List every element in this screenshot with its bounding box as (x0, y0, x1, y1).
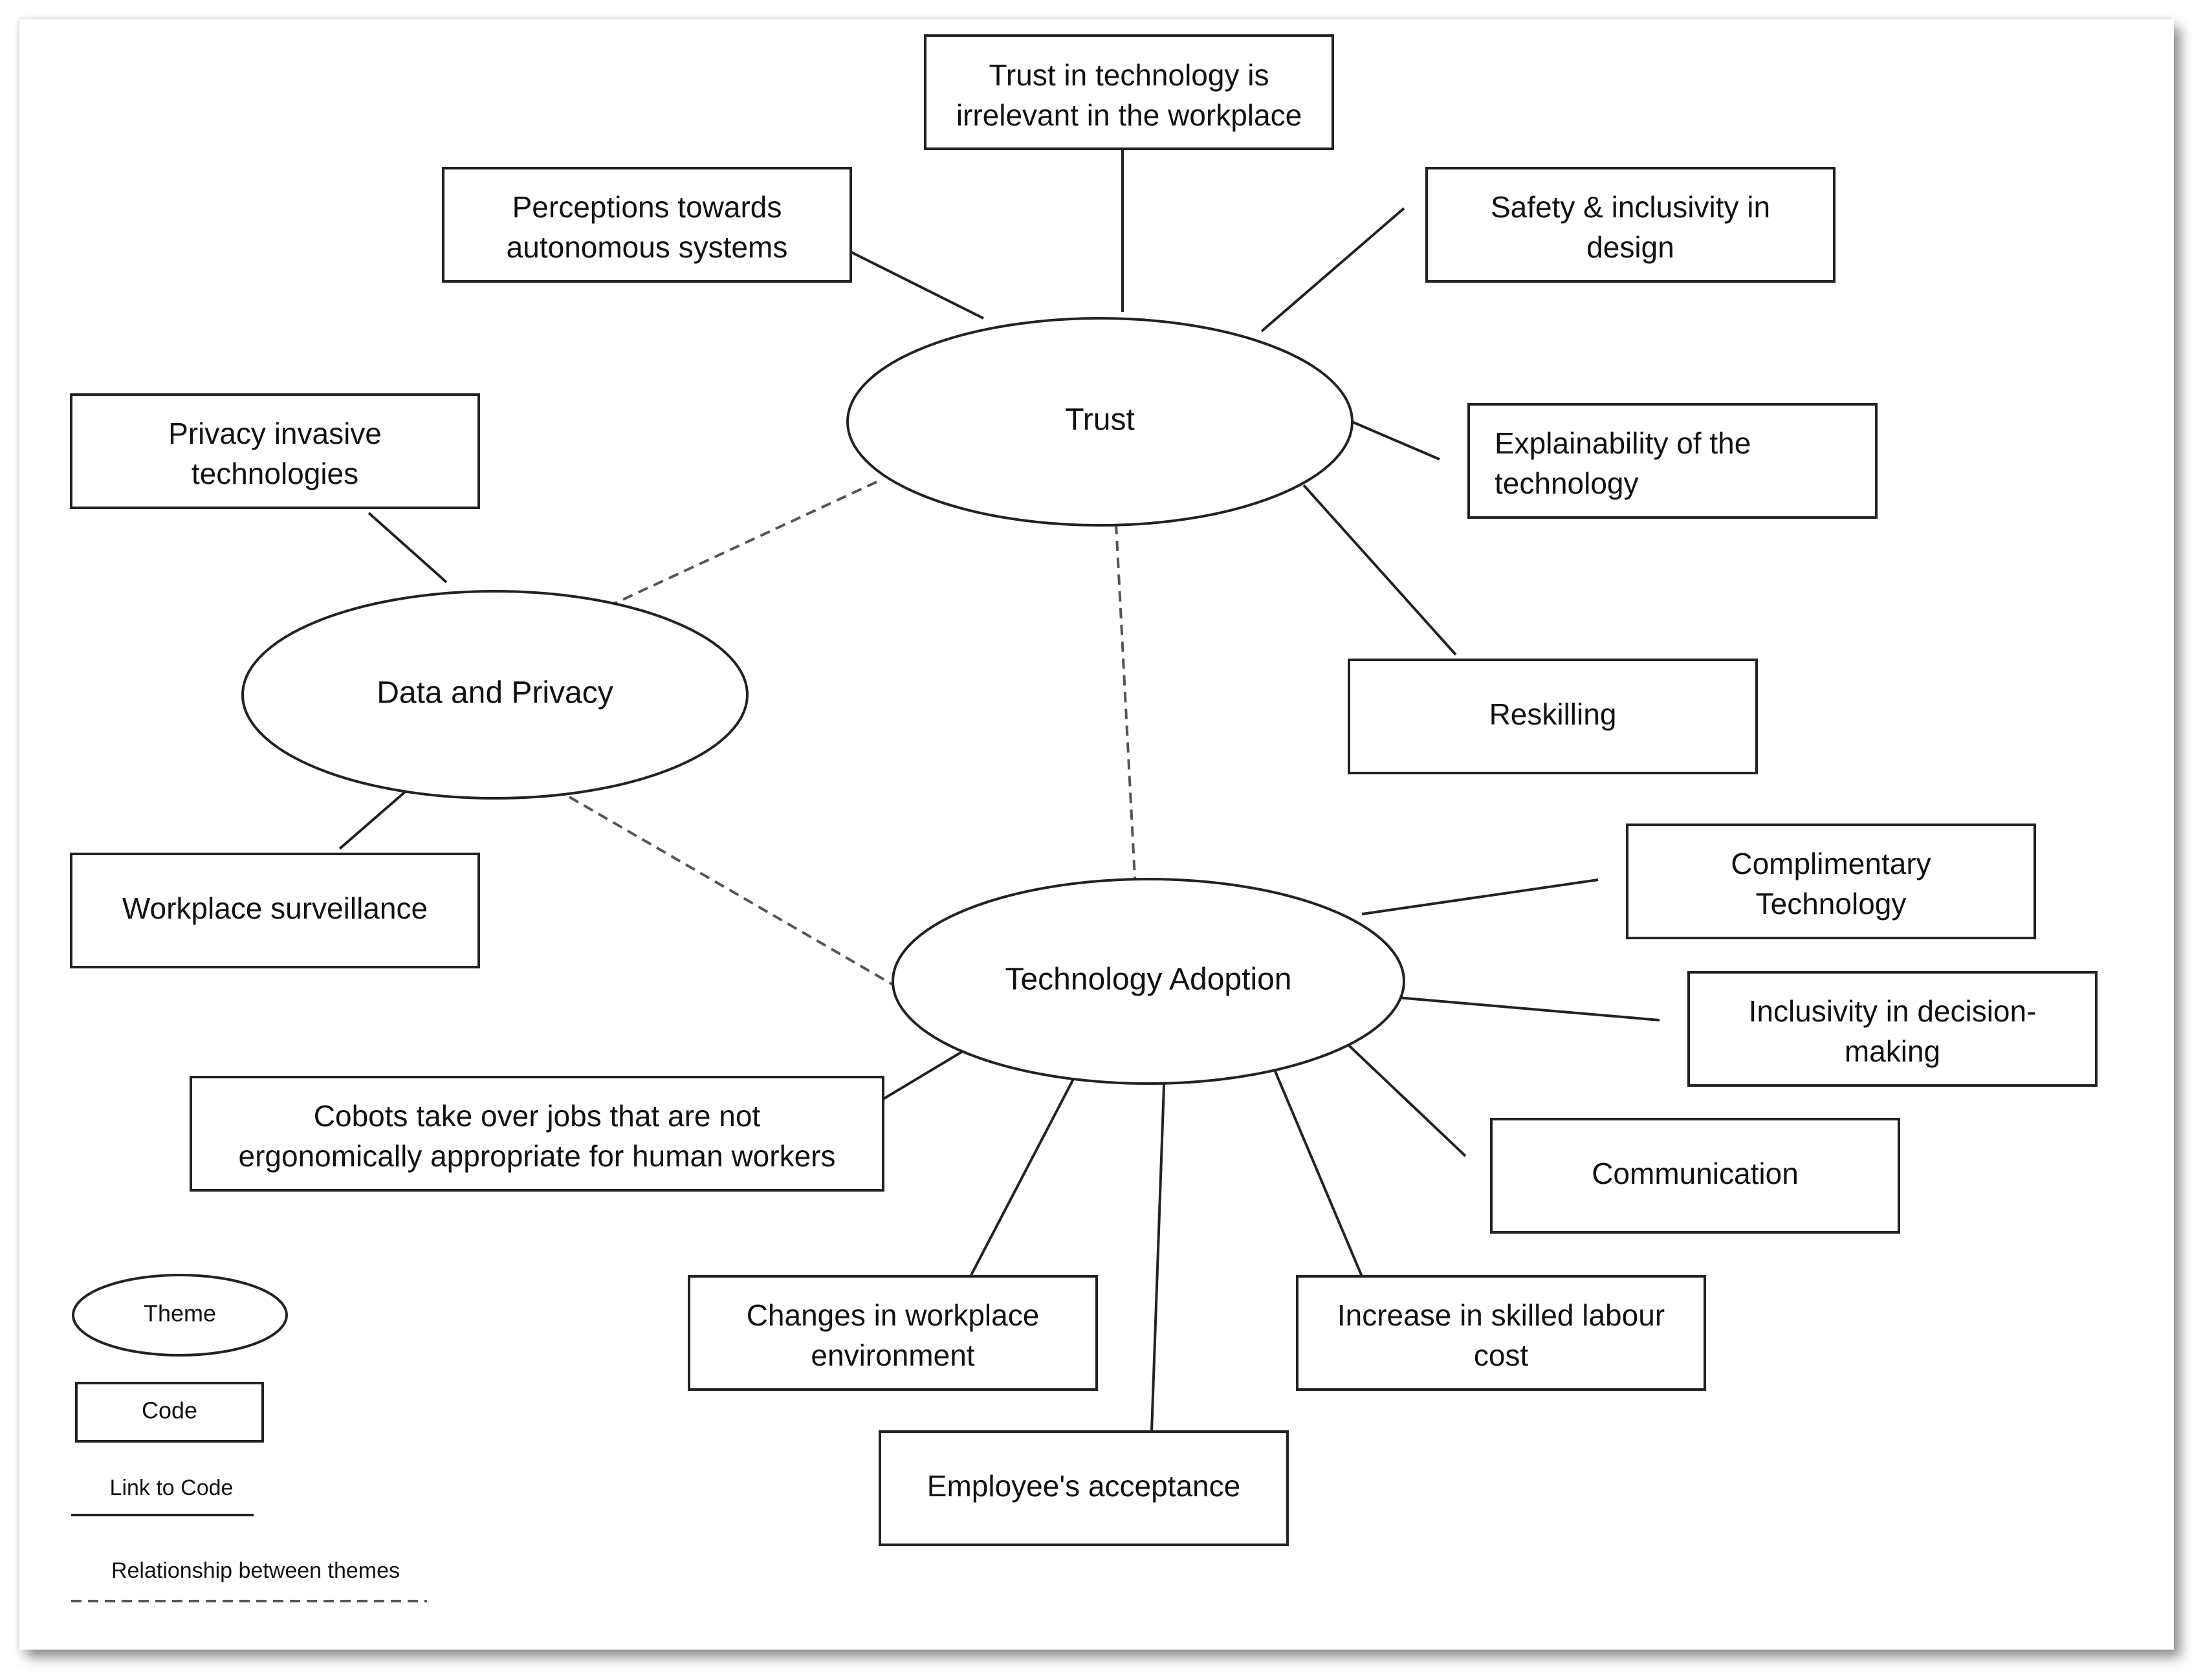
legend-theme-label: Theme (144, 1300, 216, 1327)
code-workplace-environment-line1: Changes in workplace (747, 1298, 1040, 1332)
legend-theme: Theme (72, 1274, 288, 1357)
theme-relationships (568, 481, 1137, 988)
link-trust-explainability (1348, 419, 1440, 461)
code-links (338, 149, 1660, 1432)
legend-relationship-label: Relationship between themes (111, 1558, 400, 1583)
code-workplace-surveillance: Workplace surveillance (70, 853, 480, 968)
code-inclusivity-decision-line2: making (1845, 1034, 1940, 1068)
theme-map-diagram: Trust Data and Privacy Technology Adopti… (70, 34, 2098, 1602)
code-complimentary-line2: Technology (1756, 887, 1907, 921)
link-trust-safety (1260, 207, 1405, 333)
code-privacy-invasive: Privacy invasive technologies (70, 393, 480, 509)
link-adoption-acceptance (1150, 1067, 1166, 1432)
code-complimentary: Complimentary Technology (1626, 824, 2036, 939)
code-skilled-labour-line2: cost (1474, 1338, 1529, 1372)
code-trust-irrelevant-line2: irrelevant in the workplace (956, 98, 1302, 132)
link-adoption-communication (1338, 1035, 1467, 1157)
code-perceptions-line1: Perceptions towards (512, 190, 782, 224)
link-adoption-complimentary (1361, 878, 1599, 915)
code-privacy-invasive-line2: technologies (192, 457, 358, 490)
code-inclusivity-decision-line1: Inclusivity in decision- (1749, 994, 2037, 1028)
theme-trust: Trust (846, 317, 1354, 527)
legend-relationship: Relationship between themes (71, 1558, 427, 1602)
code-cobots-line1: Cobots take over jobs that are not (314, 1099, 761, 1133)
code-inclusivity-decision: Inclusivity in decision- making (1687, 971, 2098, 1087)
link-trust-perceptions (840, 246, 984, 320)
diagram-frame: Trust Data and Privacy Technology Adopti… (19, 19, 2174, 1650)
code-skilled-labour: Increase in skilled labour cost (1296, 1275, 1706, 1391)
code-privacy-invasive-line1: Privacy invasive (168, 417, 382, 450)
theme-technology-adoption-label: Technology Adoption (1005, 963, 1291, 997)
legend-code-label: Code (142, 1397, 197, 1424)
code-explainability-line1: Explainability of the (1495, 426, 1751, 460)
code-workplace-environment-line2: environment (811, 1338, 974, 1372)
legend-link: Link to Code (71, 1476, 254, 1516)
link-adoption-inclusivity (1397, 996, 1660, 1021)
code-safety-line2: design (1586, 230, 1674, 264)
link-privacy-surveillance (338, 783, 415, 850)
code-complimentary-line1: Complimentary (1731, 847, 1931, 880)
theme-data-privacy: Data and Privacy (241, 590, 749, 800)
link-adoption-skilled (1270, 1062, 1363, 1277)
relationship-trust-adoption (1115, 523, 1137, 890)
link-adoption-environment (969, 1065, 1082, 1277)
code-skilled-labour-line1: Increase in skilled labour (1337, 1298, 1665, 1332)
link-privacy-invasive (367, 512, 448, 584)
code-employee-acceptance: Employee's acceptance (879, 1430, 1289, 1546)
code-workplace-surveillance-line1: Workplace surveillance (122, 891, 428, 925)
code-communication: Communication (1490, 1118, 1900, 1234)
code-trust-irrelevant-line1: Trust in technology is (989, 58, 1269, 92)
legend-link-label: Link to Code (110, 1476, 234, 1500)
code-workplace-environment: Changes in workplace environment (688, 1275, 1098, 1391)
code-employee-acceptance-line1: Employee's acceptance (927, 1469, 1240, 1503)
link-adoption-cobots (879, 1042, 978, 1102)
code-explainability-line2: technology (1495, 466, 1639, 500)
theme-trust-label: Trust (1065, 403, 1135, 437)
theme-technology-adoption: Technology Adoption (892, 878, 1405, 1085)
link-trust-reskilling (1302, 484, 1457, 656)
code-safety: Safety & inclusivity in design (1425, 167, 1836, 283)
code-perceptions: Perceptions towards autonomous systems (442, 167, 852, 283)
relationship-privacy-adoption (568, 796, 897, 988)
code-reskilling: Reskilling (1348, 659, 1758, 774)
code-trust-irrelevant: Trust in technology is irrelevant in the… (924, 34, 1334, 150)
code-perceptions-line2: autonomous systems (507, 230, 788, 264)
code-cobots-line2: ergonomically appropriate for human work… (239, 1139, 836, 1173)
code-safety-line1: Safety & inclusivity in (1491, 190, 1770, 224)
code-reskilling-line1: Reskilling (1489, 697, 1617, 731)
code-cobots: Cobots take over jobs that are not ergon… (190, 1076, 884, 1192)
theme-data-privacy-label: Data and Privacy (377, 676, 613, 710)
code-explainability: Explainability of the technology (1467, 403, 1878, 519)
legend: Theme Code Link to Code Relationship bet… (71, 1274, 427, 1602)
relationship-trust-privacy (611, 481, 877, 606)
legend-code: Code (75, 1382, 264, 1443)
code-communication-line1: Communication (1592, 1157, 1799, 1190)
